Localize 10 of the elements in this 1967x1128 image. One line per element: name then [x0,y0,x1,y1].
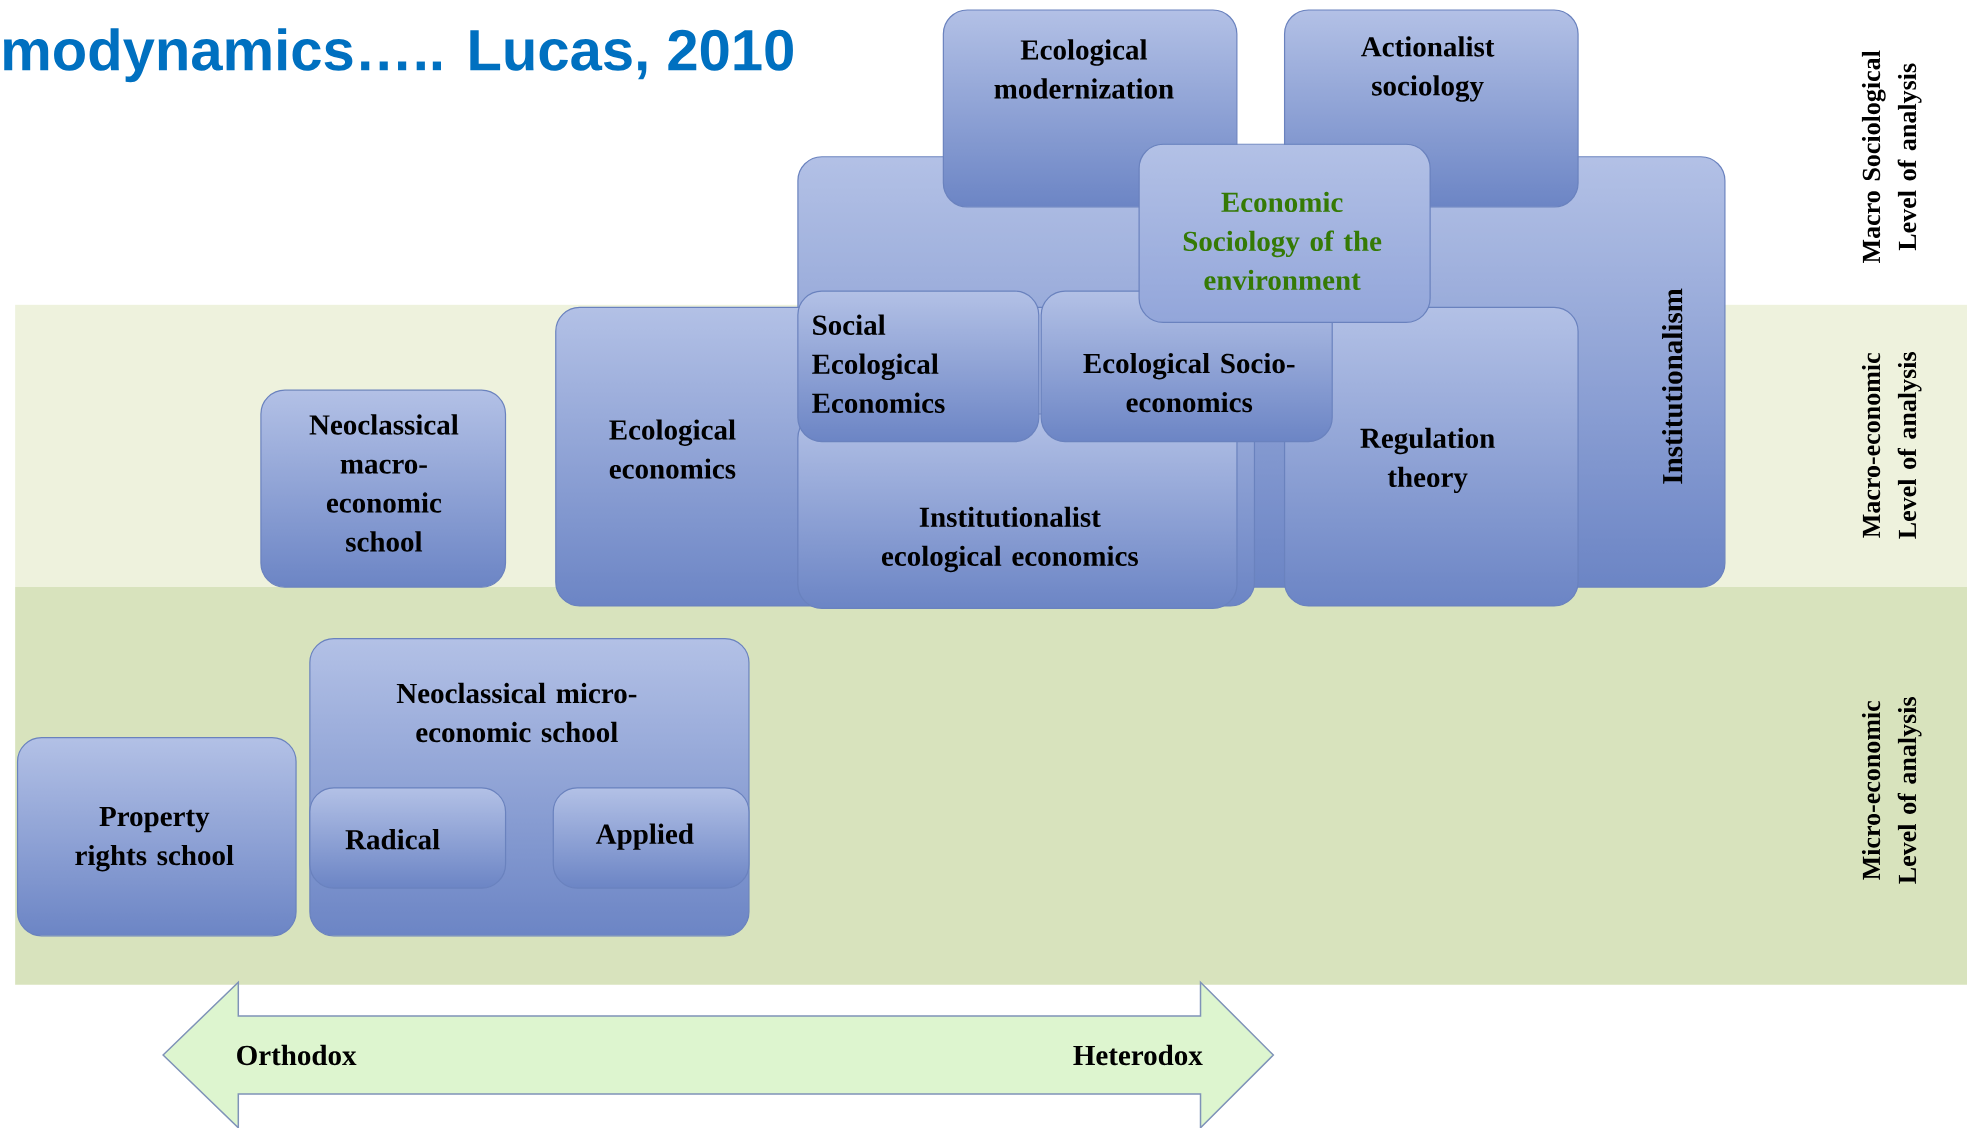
box: Applied [552,787,750,889]
box: Economic Sociology of the environment [1138,143,1431,323]
box: Property rights school [16,737,297,937]
level-label: Micro-economic Level of analysis [1861,697,1922,884]
box: Radical [309,787,507,889]
title: modynamics….. Lucas, 2010 [4,28,793,83]
box: Neoclassical macro-economic school [260,389,507,588]
level-label: Macro-economic Level of analysis [1861,352,1922,539]
level-label: Macro Sociological Level of analysis [1861,50,1922,263]
box: Social Ecological Economics [797,290,1040,443]
